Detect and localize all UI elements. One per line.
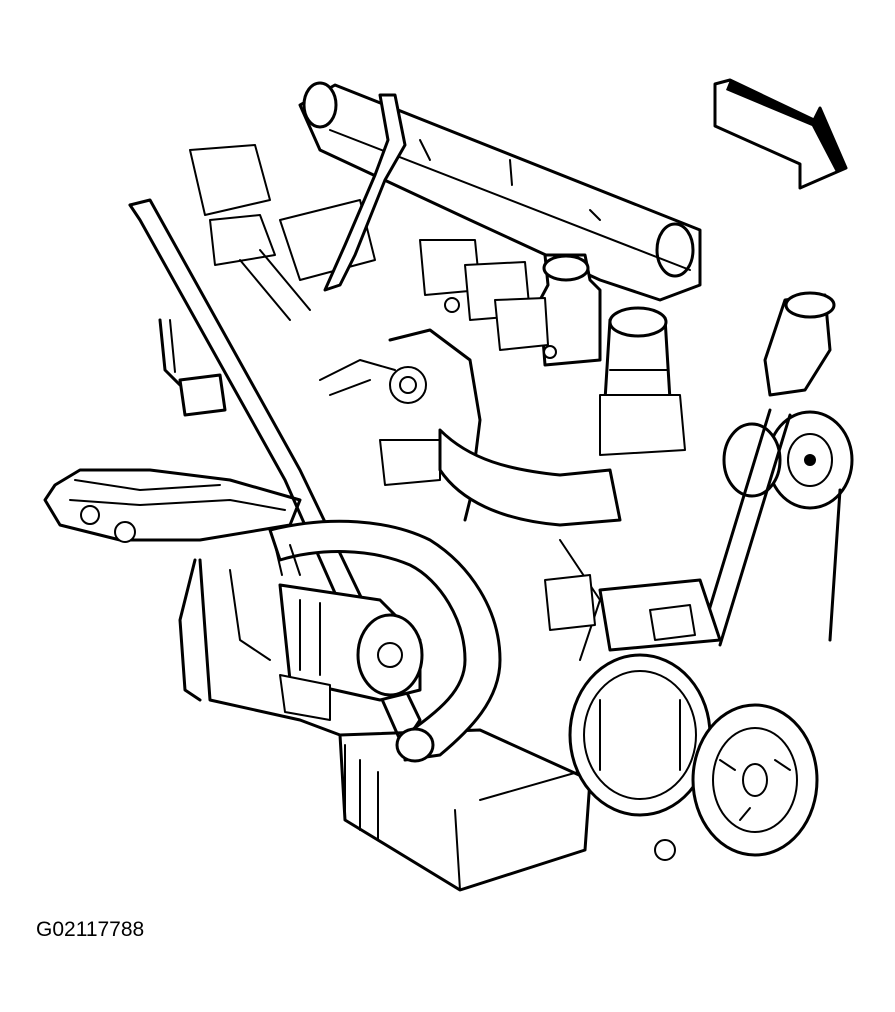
wiring-harness bbox=[158, 318, 482, 522]
figure-code: G02117788 bbox=[36, 918, 144, 941]
oil-pan bbox=[338, 728, 592, 892]
fuel-injectors bbox=[419, 239, 549, 351]
front-direction-arrow-icon bbox=[713, 78, 848, 190]
idler-pulley bbox=[722, 410, 854, 510]
upper-radiator-hose bbox=[268, 519, 502, 763]
drive-belt bbox=[698, 408, 842, 647]
coolant-outlet bbox=[763, 291, 836, 397]
accessory-bracket bbox=[544, 539, 722, 661]
throttle-body bbox=[538, 253, 602, 367]
engine-block-outline bbox=[178, 558, 342, 737]
heater-hose bbox=[323, 93, 622, 527]
ac-compressor bbox=[568, 653, 712, 861]
exhaust-crossover-pipe bbox=[43, 468, 302, 543]
egr-valve bbox=[599, 306, 686, 456]
ac-compressor-clutch bbox=[691, 703, 819, 857]
starter-motor bbox=[278, 583, 424, 721]
